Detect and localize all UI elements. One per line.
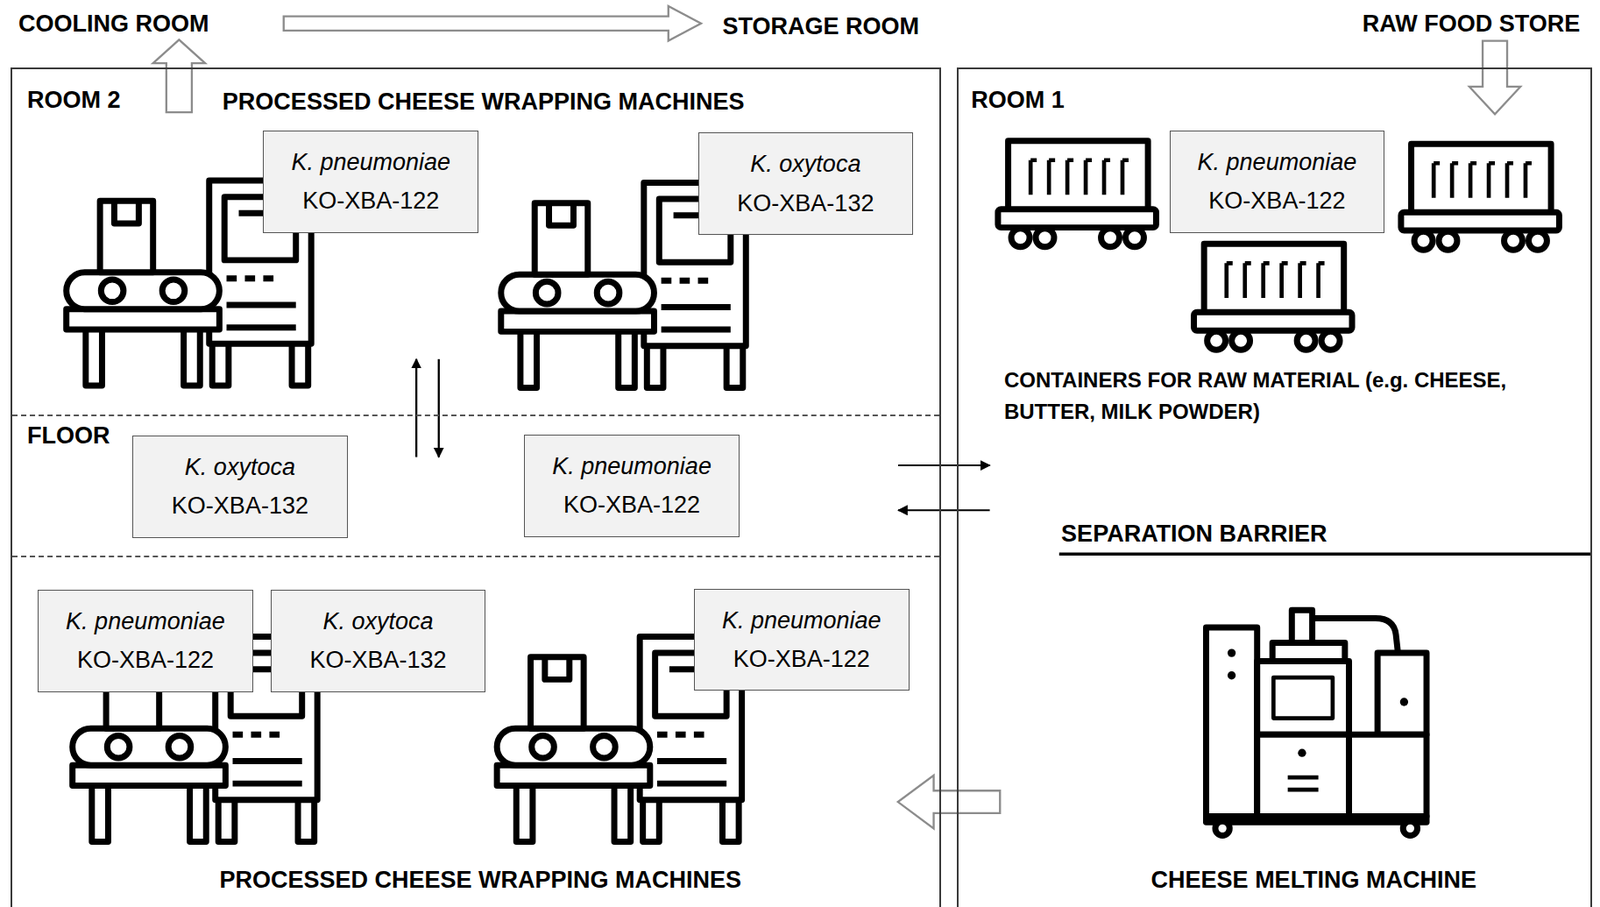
movement-arrow	[415, 359, 418, 458]
strain-code: KO-XBA-132	[171, 491, 309, 520]
sample-tag-box: K. pneumoniaeKO-XBA-122	[693, 588, 910, 691]
block-arrows	[153, 6, 1521, 829]
area-label: CHEESE MELTING MACHINE	[1151, 866, 1478, 894]
floor-band: FLOOR K. oxytocaKO-XBA-132 K. pneumoniaeKO…	[12, 414, 940, 558]
sample-tag-box: K. pneumoniaeKO-XBA-122	[523, 434, 740, 537]
sample-tag-box: K. oxytocaKO-XBA-132	[270, 589, 487, 692]
block-arrow	[283, 6, 701, 42]
room-heading: ROOM 2	[27, 87, 121, 114]
species-name: K. oxytoca	[322, 607, 433, 636]
strain-code: KO-XBA-122	[302, 186, 439, 215]
room-box: ROOM 1 K. pneumoniaeKO-XBA-122	[956, 67, 1592, 907]
sample-tag-box: K. pneumoniaeKO-XBA-122	[262, 130, 479, 233]
room-box: ROOM 2K. pneumoniaeKO-XBA-122K. oxytocaK…	[10, 67, 942, 907]
area-label: PROCESSED CHEESE WRAPPING MACHINES	[219, 866, 742, 894]
cheese-melting-machine	[1205, 609, 1427, 836]
species-name: K. oxytoca	[750, 149, 861, 178]
floor-heading: FLOOR	[27, 423, 111, 450]
container-icons	[998, 141, 1559, 351]
area-label: STORAGE ROOM	[722, 13, 920, 41]
container-cart	[1401, 143, 1560, 250]
movement-arrow	[438, 359, 440, 458]
area-label: COOLING ROOM	[18, 10, 210, 38]
strain-code: KO-XBA-132	[309, 645, 447, 674]
area-label: PROCESSED CHEESE WRAPPING MACHINES	[222, 88, 745, 116]
sample-tag-box: K. oxytocaKO-XBA-132	[698, 132, 914, 234]
sample-tag-box: K. pneumoniaeKO-XBA-122	[37, 589, 254, 692]
movement-arrows	[416, 359, 439, 458]
flow-arrow	[898, 509, 991, 511]
species-name: K. pneumoniae	[552, 452, 712, 481]
container-cart	[998, 141, 1157, 248]
species-name: K. pneumoniae	[290, 148, 451, 177]
species-name: K. pneumoniae	[65, 607, 226, 636]
sample-tag-box: K. oxytocaKO-XBA-132	[132, 435, 348, 538]
species-name: K. oxytoca	[184, 453, 296, 482]
separation-barrier-line	[1059, 552, 1593, 555]
area-label: RAW FOOD STORE	[1362, 10, 1581, 38]
area-label: CONTAINERS FOR RAW MATERIAL (e.g. CHEESE…	[1004, 364, 1539, 428]
strain-code: KO-XBA-122	[733, 644, 871, 673]
flow-arrow	[898, 464, 991, 467]
wrapping-machine-icons	[66, 180, 747, 842]
block-arrow	[898, 775, 1000, 829]
container-cart	[1194, 243, 1353, 350]
room-heading: ROOM 1	[970, 87, 1065, 114]
species-name: K. pneumoniae	[722, 606, 882, 635]
strain-code: KO-XBA-122	[77, 645, 214, 674]
strain-code: KO-XBA-132	[736, 189, 874, 218]
strain-code: KO-XBA-122	[563, 490, 701, 519]
area-label: SEPARATION BARRIER	[1061, 520, 1328, 548]
block-arrow	[153, 39, 206, 113]
sample-tag-box: K. pneumoniaeKO-XBA-122	[1169, 130, 1386, 233]
block-arrow	[1469, 41, 1521, 115]
species-name: K. pneumoniae	[1197, 148, 1358, 177]
strain-code: KO-XBA-122	[1208, 186, 1346, 215]
